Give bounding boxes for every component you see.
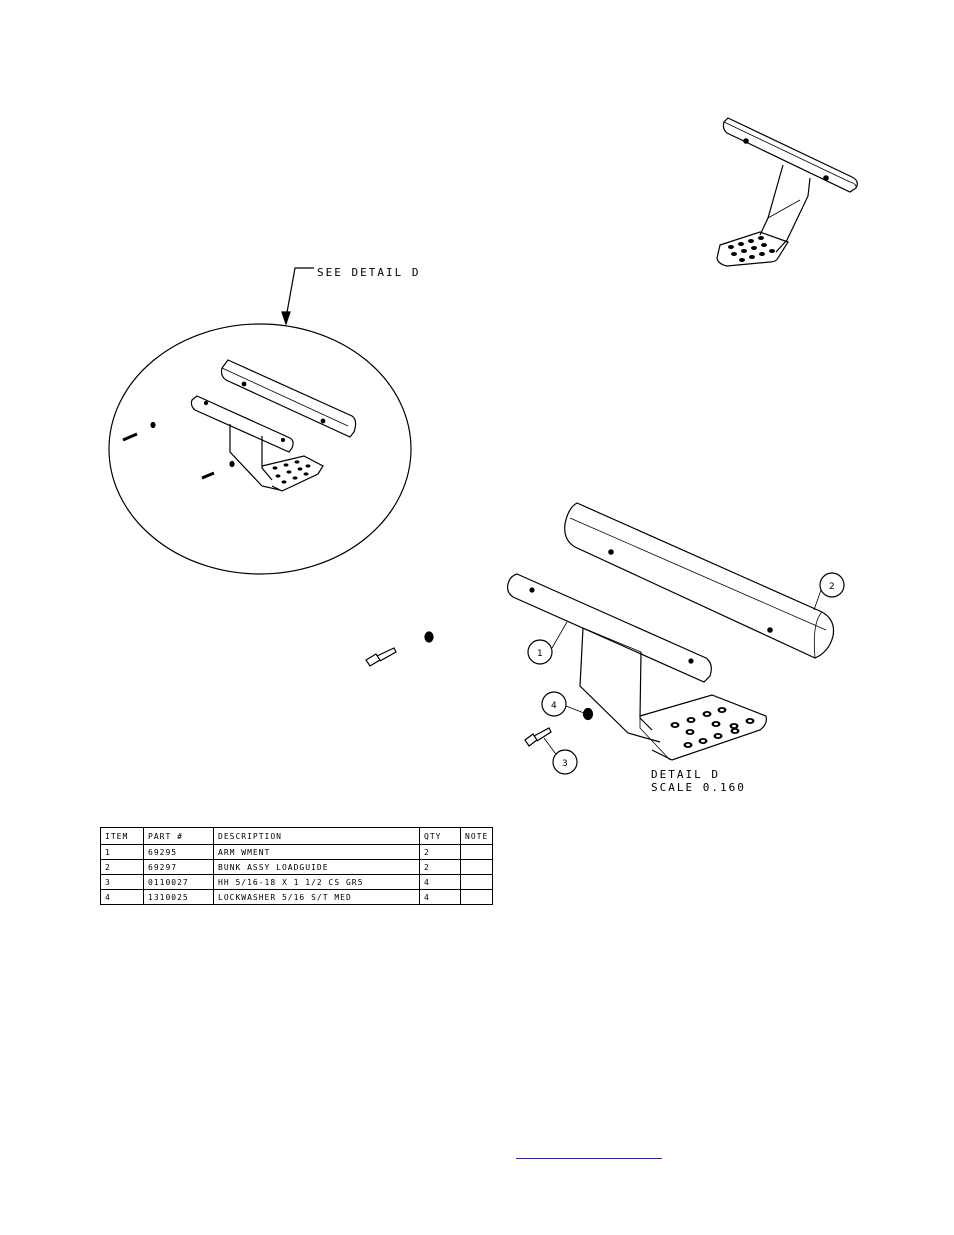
- bom-cell: [459, 844, 494, 860]
- callout-label: SEE DETAIL D: [317, 266, 420, 279]
- bom-cell: [459, 889, 494, 905]
- balloon-1: 1: [537, 649, 543, 659]
- bom-header-description: DESCRIPTION: [213, 827, 420, 845]
- detail-title: DETAIL D: [651, 768, 720, 781]
- bill-of-materials: ITEM PART # DESCRIPTION QTY NOTE 1 69295…: [100, 827, 494, 905]
- bom-cell: LOCKWASHER 5/16 S/T MED: [213, 889, 420, 905]
- table-row: 2 69297 BUNK ASSY LOADGUIDE 2: [100, 859, 494, 875]
- detail-d-view: 1 2 3 4 DETAIL D SCALE 0.160: [506, 502, 845, 794]
- detail-callout: SEE DETAIL D: [281, 266, 420, 326]
- footer-link-underline[interactable]: [516, 1158, 662, 1159]
- bom-cell: 3: [100, 874, 144, 890]
- bom-cell: 4: [419, 889, 461, 905]
- loose-fasteners: [365, 631, 434, 667]
- table-row: 3 0110027 HH 5/16-18 X 1 1/2 CS GR5 4: [100, 874, 494, 890]
- bom-cell: 4: [419, 874, 461, 890]
- balloon-4: 4: [551, 701, 557, 711]
- bom-cell: 2: [419, 859, 461, 875]
- bom-header-item: ITEM: [100, 827, 144, 845]
- bom-header-part: PART #: [143, 827, 214, 845]
- bom-header-note: NOTE: [459, 827, 494, 845]
- assembled-view: [716, 117, 858, 267]
- table-row: 4 1310025 LOCKWASHER 5/16 S/T MED 4: [100, 889, 494, 905]
- detail-scale: SCALE 0.160: [651, 781, 746, 794]
- table-row: 1 69295 ARM WMENT 2: [100, 844, 494, 860]
- bom-cell: 69295: [143, 844, 214, 860]
- bom-header-row: ITEM PART # DESCRIPTION QTY NOTE: [100, 827, 494, 845]
- bom-cell: 1310025: [143, 889, 214, 905]
- bom-cell: ARM WMENT: [213, 844, 420, 860]
- bom-cell: 69297: [143, 859, 214, 875]
- bom-cell: 2: [419, 844, 461, 860]
- bom-cell: 1: [100, 844, 144, 860]
- bom-cell: 4: [100, 889, 144, 905]
- balloon-3: 3: [562, 759, 568, 769]
- bom-cell: BUNK ASSY LOADGUIDE: [213, 859, 420, 875]
- bom-cell: [459, 859, 494, 875]
- bom-cell: [459, 874, 494, 890]
- bom-cell: 0110027: [143, 874, 214, 890]
- detail-ellipse-view: [108, 323, 412, 575]
- bom-header-qty: QTY: [419, 827, 461, 845]
- bom-cell: 2: [100, 859, 144, 875]
- bom-cell: HH 5/16-18 X 1 1/2 CS GR5: [213, 874, 420, 890]
- balloon-2: 2: [829, 582, 835, 592]
